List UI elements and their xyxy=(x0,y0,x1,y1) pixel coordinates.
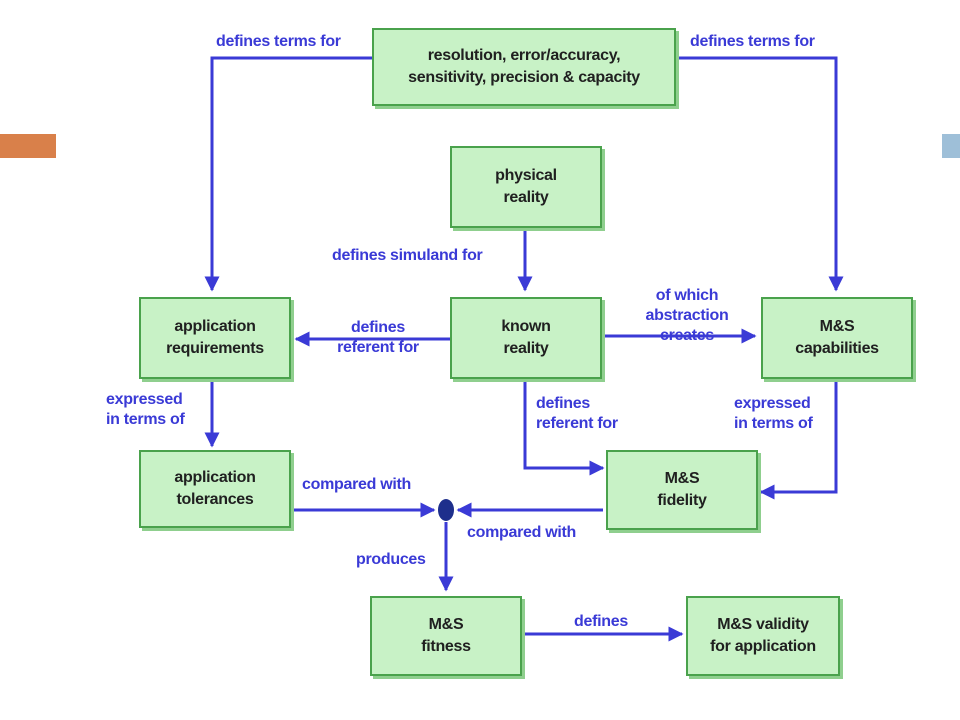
label-expressed-left: expressed in terms of xyxy=(106,391,185,428)
label-defines-referent-fidelity: defines referent for xyxy=(536,395,618,432)
node-application-tolerances: application tolerances xyxy=(139,450,291,528)
node-physical-reality: physical reality xyxy=(450,146,602,228)
node-ms-capabilities: M&S capabilities xyxy=(761,297,913,379)
node-quality-terms: resolution, error/accuracy, sensitivity,… xyxy=(372,28,676,106)
label-defines-terms-right: defines terms for xyxy=(690,33,815,50)
node-ms-fitness: M&S fitness xyxy=(370,596,522,676)
arrow-terms-to-requirements xyxy=(204,56,372,292)
label-defines-terms-left: defines terms for xyxy=(216,33,341,50)
node-ms-validity: M&S validity for application xyxy=(686,596,840,676)
comparison-junction xyxy=(438,499,454,521)
slide-accent-right xyxy=(942,134,960,158)
label-defines-simuland: defines simuland for xyxy=(332,247,483,264)
label-defines-referent-left: defines referent for xyxy=(337,319,419,356)
label-expressed-right: expressed in terms of xyxy=(734,395,813,432)
label-compared-with-top: compared with xyxy=(302,476,412,493)
slide-accent-left xyxy=(0,134,56,158)
label-defines: defines xyxy=(574,613,628,630)
arrow-known-to-fidelity xyxy=(523,381,605,476)
node-known-reality: known reality xyxy=(450,297,602,379)
node-ms-fidelity: M&S fidelity xyxy=(606,450,758,530)
node-application-requirements: application requirements xyxy=(139,297,291,379)
label-compared-with-bottom: compared with xyxy=(467,524,577,541)
label-abstraction-creates: of which abstraction creates xyxy=(645,287,729,344)
arrow-capabilities-to-fidelity xyxy=(759,381,838,500)
label-produces: produces xyxy=(356,551,426,568)
arrow-terms-to-capabilities xyxy=(676,56,844,292)
